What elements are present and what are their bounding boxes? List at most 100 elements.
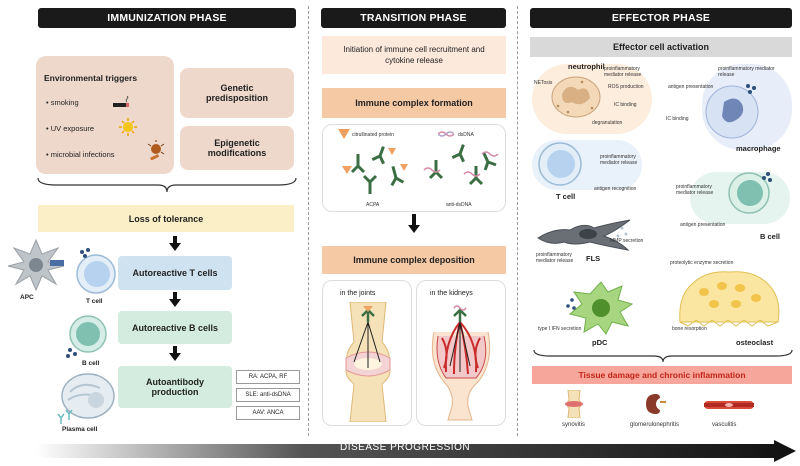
loss-of-tolerance-label: Loss of tolerance xyxy=(128,213,204,224)
synovitis-icon xyxy=(565,390,583,418)
degranulation-label: degranulation xyxy=(592,120,623,126)
acpa-label: ACPA xyxy=(366,202,380,208)
immune-complex-deposition-box: Immune complex deposition xyxy=(322,246,506,274)
trigger-uv-label: UV exposure xyxy=(50,124,95,133)
down-arrow xyxy=(169,353,181,361)
effector-b-cell-label: B cell xyxy=(760,232,781,241)
outcome-glomerulonephritis: glomerulonephritis xyxy=(630,422,680,428)
disease-progression-arrow xyxy=(36,440,796,462)
joints-label: in the joints xyxy=(340,290,376,297)
pdc-cell xyxy=(566,281,634,335)
neutrophil-label: neutrophil xyxy=(568,62,605,71)
sun-icon xyxy=(118,117,138,142)
macrophage-antigen-presentation-label: antigen presentation xyxy=(668,84,714,90)
trigger-smoking-label: smoking xyxy=(50,98,79,107)
trigger-microbial: • microbial infections xyxy=(46,150,115,159)
citrullinated-protein-icon xyxy=(338,129,350,139)
dsdna-icon xyxy=(438,131,454,137)
outcome-synovitis: synovitis xyxy=(562,422,586,428)
acpa-complexes xyxy=(342,146,408,194)
arrow-stem xyxy=(173,236,177,244)
effector-phase-header: EFFECTOR PHASE xyxy=(530,8,792,28)
genetic-predisposition-label: Genetic predisposition xyxy=(205,83,268,103)
phase-divider-left xyxy=(308,6,309,436)
genetic-predisposition-box: Genetic predisposition xyxy=(180,68,294,118)
osteoclast-cell xyxy=(679,271,780,327)
legend-citrullinated: citrullinated protein xyxy=(352,132,394,138)
autoantibody-production-label: Autoantibody production xyxy=(146,377,204,397)
initiation-box: Initiation of immune cell recruitment an… xyxy=(322,36,506,74)
netosis-label: NETosis xyxy=(534,80,553,86)
autoantibody-production-box: Autoantibody production xyxy=(118,366,232,408)
tissue-damage-label: Tissue damage and chronic inflammation xyxy=(578,370,746,380)
apc-label: APC xyxy=(20,294,34,301)
b-cell-effector xyxy=(728,172,772,214)
neutrophil-cell xyxy=(551,76,601,118)
effector-activation-box: Effector cell activation xyxy=(530,37,792,57)
autoreactive-b-cells-box: Autoreactive B cells xyxy=(118,311,232,344)
fls-mediator-label: proinflammatory mediator release xyxy=(536,252,574,264)
kidney-illustration xyxy=(431,305,491,421)
b-cell-label: B cell xyxy=(82,360,100,367)
immunization-brace xyxy=(37,177,297,193)
antibody-aav: AAV: ANCA xyxy=(236,406,300,420)
legend-dsdna: dsDNA xyxy=(458,132,474,138)
autoreactive-t-cells-box: Autoreactive T cells xyxy=(118,256,232,290)
joints-panel xyxy=(322,280,412,426)
t-cell-mediator-label: proinflammatory mediator release xyxy=(600,154,638,166)
epigenetic-modifications-label: Epigenetic modifications xyxy=(207,138,267,158)
antigen-recognition-label: antigen recognition xyxy=(594,186,637,192)
b-cell-mediator-label: proinflammatory mediator release xyxy=(676,184,714,196)
loss-of-tolerance-box: Loss of tolerance xyxy=(38,205,294,232)
disease-progression-label: DISEASE PROGRESSION xyxy=(340,442,471,453)
pdc-label: pDC xyxy=(592,338,608,347)
fls-cell xyxy=(537,219,631,251)
cigarette-icon xyxy=(112,95,132,115)
t-cell-label: T cell xyxy=(86,298,103,305)
bone-resorption-label: bone resorption xyxy=(672,326,707,332)
antibody-sle: SLE: anti-dsDNA xyxy=(236,388,300,402)
macrophage-mediator-label: proinflammatory mediator release xyxy=(718,66,775,78)
immune-complex-formation-label: Immune complex formation xyxy=(355,98,473,108)
kidney-icon xyxy=(646,394,666,414)
environmental-triggers-box xyxy=(36,56,174,174)
arrow-stem xyxy=(173,346,177,354)
anti-dsdna-complexes xyxy=(423,144,499,186)
macrophage-label: macrophage xyxy=(736,144,781,153)
down-arrow xyxy=(408,225,420,233)
antibody-list: RA: ACPA, RF SLE: anti-dsDNA AAV: ANCA xyxy=(236,370,300,420)
effector-t-cell-label: T cell xyxy=(556,192,576,201)
immune-complex-panel xyxy=(322,124,506,212)
t-cell-immunization xyxy=(76,248,116,294)
phase-divider-right xyxy=(517,6,518,436)
trigger-smoking: • smoking xyxy=(46,98,79,107)
immune-complex-deposition-label: Immune complex deposition xyxy=(353,255,475,265)
anti-dsdna-label: anti-dsDNA xyxy=(446,202,472,208)
kidneys-panel xyxy=(416,280,506,426)
apc-cell xyxy=(7,238,65,292)
microbe-icon xyxy=(146,140,166,167)
antibody-ra: RA: ACPA, RF xyxy=(236,370,300,384)
mmp-label: MMP secretion xyxy=(610,238,644,244)
autoreactive-b-cells-label: Autoreactive B cells xyxy=(131,322,219,333)
macrophage-ic-binding-label: IC binding xyxy=(666,116,689,122)
down-arrow xyxy=(169,299,181,307)
immunization-phase-header: IMMUNIZATION PHASE xyxy=(38,8,296,28)
tissue-damage-box: Tissue damage and chronic inflammation xyxy=(532,366,792,384)
proteolytic-label: proteolytic enzyme secretion xyxy=(670,260,734,266)
blood-vessel-icon xyxy=(704,401,754,409)
joint-illustration xyxy=(345,302,391,422)
osteoclast-label: osteoclast xyxy=(736,338,774,347)
kidneys-label: in the kidneys xyxy=(430,290,473,297)
arrow-stem xyxy=(412,214,416,226)
plasma-cell xyxy=(57,373,115,424)
plasma-cell-label: Plasma cell xyxy=(62,426,98,433)
fls-label: FLS xyxy=(586,254,601,263)
autoreactive-t-cells-label: Autoreactive T cells xyxy=(132,268,218,278)
b-cell-antigen-presentation-label: antigen presentation xyxy=(680,222,726,228)
trigger-microbial-label: microbial infections xyxy=(50,150,115,159)
ifn-label: type I IFN secretion xyxy=(538,326,582,332)
transition-phase-header: TRANSITION PHASE xyxy=(321,8,506,28)
initiation-label: Initiation of immune cell recruitment an… xyxy=(343,45,485,65)
immune-complex-formation-box: Immune complex formation xyxy=(322,88,506,118)
